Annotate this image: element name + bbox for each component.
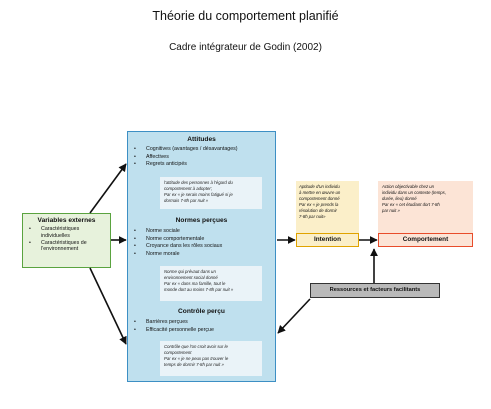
note-line: environnement social donné [164,275,218,280]
desc-line: Aptitude d'un individu [299,184,340,189]
list-item: Norme comportementale [134,236,222,244]
list-item: Cognitives (avantages / désavantages) [134,146,238,154]
desc-line: comportement donné [299,196,340,202]
intention-box: Intention [296,233,359,247]
note-line: comportement à adopter; [164,186,213,191]
normes-list: Norme sociale Norme comportementale Croy… [134,228,222,258]
external-variables-box: Variables externes Caractéristiques indi… [22,213,111,268]
intention-description: Aptitude d'un individu à mettre en œuvre… [296,181,359,233]
desc-line: Par ex « je prends la [299,202,339,208]
attitudes-heading: Attitudes [187,136,216,143]
note-line: dormais 7-8h par nuit » [164,198,209,203]
desc-line: 7-8h par nuit» [299,214,326,220]
note-line: Par ex « dans ma famille, tout le [164,281,226,286]
comportement-description: Action objectivable chez un individu dan… [378,181,473,233]
note-line: comportement [164,350,192,355]
attitudes-list: Cognitives (avantages / désavantages) Af… [134,146,238,169]
list-item: Affectives [134,154,238,162]
diagram-title: Théorie du comportement planifié [152,9,339,23]
arrow-ressources-to-panel [277,298,311,334]
external-variables-heading: Variables externes [37,217,96,224]
desc-line: durée, lieu) donné [382,196,417,202]
note-line: Par ex « je serais moins fatigué si je [164,192,233,197]
desc-line: à mettre en œuvre un [299,190,341,196]
list-item: Barrières perçues [134,319,214,327]
list-item: Norme morale [134,251,222,259]
arrow-external-to-attitudes [89,163,127,214]
normes-note: Norme qui prévaut dans un environnement … [160,266,262,301]
list-item: Caractéristiques de l'environnement [27,240,106,254]
desc-line: par nuit » [382,208,400,214]
note-line: Par ex « je ne peux pas trouver le [164,356,229,361]
determinants-panel: Attitudes Cognitives (avantages / désava… [127,131,276,382]
note-line: Norme qui prévaut dans un [164,269,216,274]
controle-list: Barrières perçues Efficacité personnelle… [134,319,214,334]
desc-line: résolution de dormir [299,208,337,214]
note-line: monde dort au moins 7-8h par nuit » [164,287,234,292]
comportement-box: Comportement [378,233,473,247]
list-item: Efficacité personnelle perçue [134,327,214,335]
list-item: Regrets anticipés [134,161,238,169]
attitudes-note: l'attitude des personnes à l'égard du co… [160,177,262,209]
desc-line: Action objectivable chez un [382,184,435,189]
note-line: l'attitude des personnes à l'égard du [164,180,233,185]
note-line: temps de dormir 7-8h par nuit » [164,362,224,367]
desc-line: Par ex « cet étudiant dort 7-8h [382,202,440,208]
desc-line: individu dans un contexte (temps, [382,190,447,196]
list-item: Norme sociale [134,228,222,236]
diagram-subtitle: Cadre intégrateur de Godin (2002) [169,42,322,53]
controle-heading: Contrôle perçu [178,308,225,315]
list-item: Croyance dans les rôles sociaux [134,243,222,251]
note-line: Contrôle que l'on croit avoir sur le [164,344,228,349]
controle-note: Contrôle que l'on croit avoir sur le com… [160,341,262,376]
ressources-box: Ressources et facteurs facilitants [310,283,440,298]
normes-heading: Normes perçues [175,217,228,224]
list-item: Caractéristiques individuelles [27,226,106,240]
external-variables-list: Caractéristiques individuelles Caractéri… [27,226,106,253]
arrow-external-to-controle [89,267,127,345]
